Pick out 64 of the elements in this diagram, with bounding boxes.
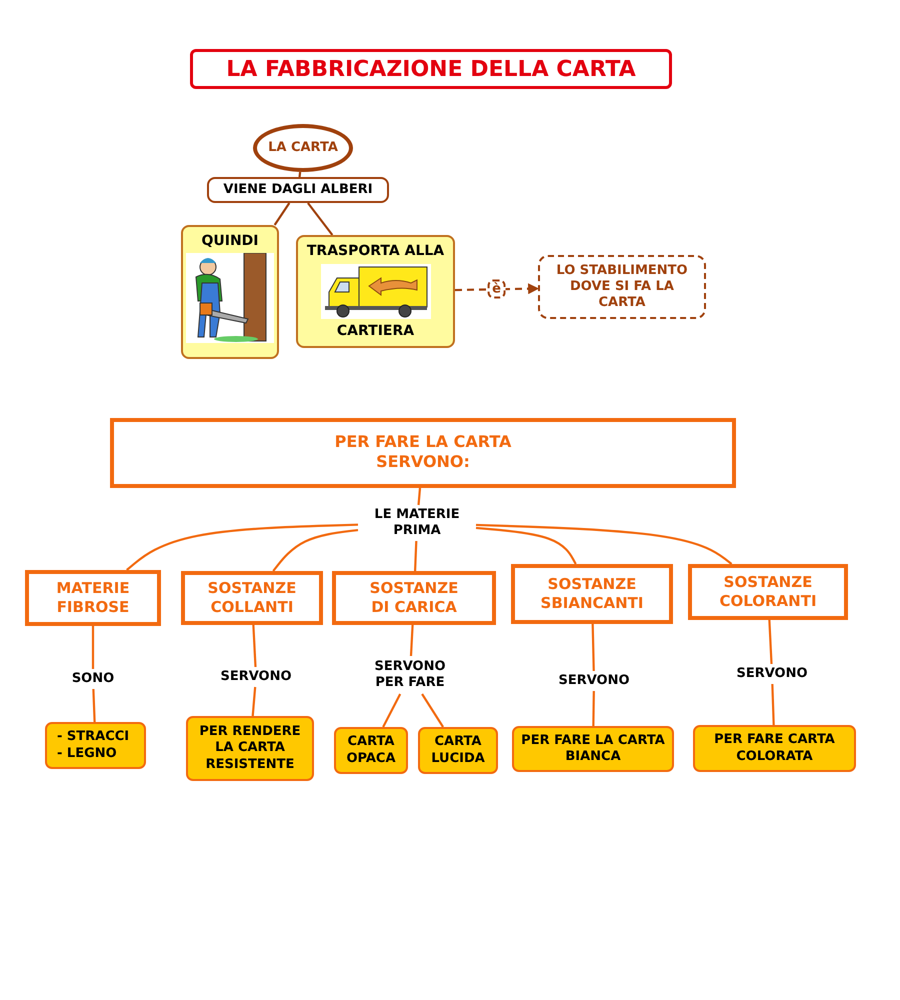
connector-line [92, 626, 94, 669]
box-text: CARTA OPACA [345, 734, 397, 767]
diagram-title: LA FABBRICAZIONE DELLA CARTA [190, 49, 672, 89]
box-text: QUINDI [201, 233, 259, 250]
box-text: PER RENDERE LA CARTA RESISTENTE [198, 724, 302, 773]
result-box [418, 727, 498, 774]
picture-card [296, 235, 455, 348]
concept-box [207, 177, 389, 203]
connector-line [382, 694, 402, 728]
connector-line [92, 688, 96, 722]
box-text: PER FARE LA CARTA BIANCA [520, 732, 666, 766]
edge-label: è [487, 280, 506, 299]
result-box [693, 725, 856, 772]
connector-line [592, 624, 595, 672]
box-text: SOSTANZE COLORANTI [718, 573, 818, 611]
connector-line [421, 693, 444, 728]
connector-line [592, 690, 595, 726]
connector-line [274, 202, 290, 226]
box-text: PER FARE CARTA COLORATA [713, 732, 836, 765]
category-box [25, 570, 161, 626]
result-box [512, 726, 674, 772]
connector-line [252, 624, 257, 668]
concept-box [538, 255, 706, 319]
result-box [334, 727, 408, 774]
connector-line [417, 488, 422, 506]
category-box [688, 564, 848, 620]
connector-line [768, 620, 773, 664]
box-text: PER FARE LA CARTA SERVONO: [334, 432, 512, 472]
result-box [45, 722, 146, 769]
connector-line [298, 172, 302, 178]
box-text: - STRACCI [57, 729, 130, 746]
heading-box [110, 418, 736, 488]
connector-line [307, 202, 334, 236]
box-text: SOSTANZE COLLANTI [206, 579, 298, 617]
result-box [186, 716, 314, 781]
box-text: LO STABILIMENTO DOVE SI FA LA CARTA [555, 262, 689, 312]
box-text: SOSTANZE DI CARICA [368, 579, 460, 617]
linking-phrase: SONO [72, 670, 114, 688]
box-text: - LEGNO [57, 746, 117, 762]
arrow [454, 283, 540, 294]
connector-line [126, 524, 358, 571]
box-text: MATERIE FIBROSE [55, 579, 131, 617]
box-text: VIENE DAGLI ALBERI [223, 182, 373, 198]
connector-line [414, 540, 418, 572]
box-text: CARTIERA [336, 322, 414, 340]
box-text: TRASPORTA ALLA [306, 243, 444, 260]
connector-line [272, 528, 358, 572]
category-box [511, 564, 673, 624]
box-text: CARTA LUCIDA [430, 734, 486, 767]
linking-phrase: SERVONO [736, 666, 808, 682]
connector-line [410, 624, 414, 656]
linking-phrase: SERVONO [220, 668, 292, 686]
category-box [332, 571, 496, 625]
connector-line [476, 524, 732, 565]
connector-line [252, 686, 256, 716]
linking-phrase: SERVONO [558, 672, 630, 690]
box-text: LA CARTA [268, 140, 338, 156]
connector-line [771, 684, 775, 726]
category-box [181, 571, 323, 625]
linking-phrase: LE MATERIE PRIMA [373, 506, 461, 540]
picture-card [181, 225, 279, 359]
connector-line [476, 526, 577, 565]
box-text: SOSTANZE SBIANCANTI [540, 575, 644, 613]
linking-phrase: SERVONO PER FARE [373, 658, 447, 692]
